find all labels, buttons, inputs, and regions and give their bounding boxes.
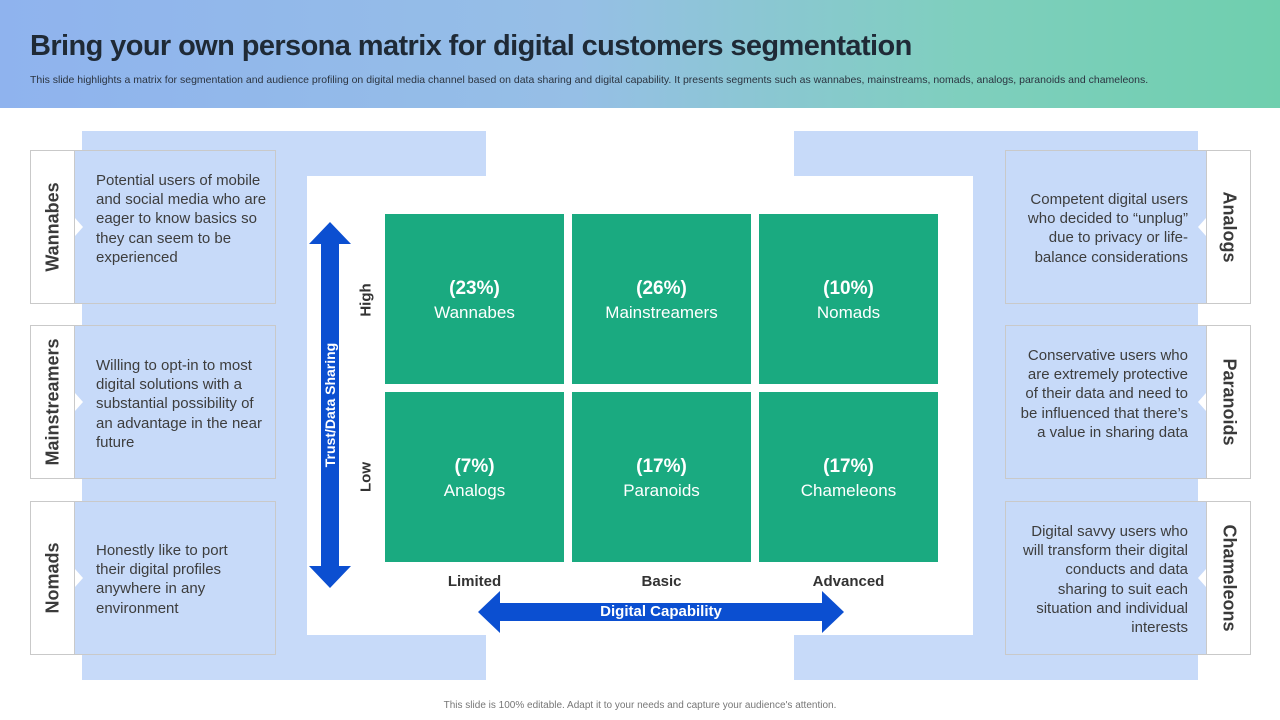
matrix-cell-wannabes: (23%) Wannabes bbox=[385, 214, 564, 384]
card-notch bbox=[75, 393, 83, 411]
cell-percent: (7%) bbox=[454, 456, 495, 477]
card-label: Wannabes bbox=[42, 182, 62, 272]
footer-note: This slide is 100% editable. Adapt it to… bbox=[443, 700, 837, 711]
matrix-cell-nomads: (10%) Nomads bbox=[759, 214, 938, 384]
card-notch bbox=[1198, 569, 1206, 587]
card-notch bbox=[1198, 218, 1206, 236]
trust-data-sharing-arrow bbox=[309, 222, 351, 588]
card-label: Paranoids bbox=[1219, 358, 1239, 446]
card-analogs: Analogs Competent digital users who deci… bbox=[1005, 150, 1251, 304]
cell-name: Chameleons bbox=[800, 481, 897, 500]
card-notch bbox=[75, 218, 83, 236]
cell-percent: (17%) bbox=[823, 456, 874, 477]
y-axis-label: Trust/Data Sharing bbox=[322, 342, 338, 468]
card-label-column: Analogs bbox=[1206, 151, 1250, 303]
matrix-cell-analogs: (7%) Analogs bbox=[385, 392, 564, 562]
header-banner: Bring your own persona matrix for digita… bbox=[0, 0, 1280, 108]
x-axis-label: Digital Capability bbox=[600, 603, 722, 620]
y-level-high: High bbox=[357, 283, 375, 317]
card-description: Potential users of mobile and social med… bbox=[96, 172, 267, 266]
digital-capability-arrow bbox=[478, 591, 844, 633]
card-label-column: Nomads bbox=[31, 502, 75, 654]
card-label: Nomads bbox=[42, 542, 62, 614]
card-description: Willing to opt-in to most digital soluti… bbox=[96, 357, 262, 451]
card-wannabes: Wannabes Potential users of mobile and s… bbox=[30, 150, 276, 304]
page-title: Bring your own persona matrix for digita… bbox=[30, 30, 912, 62]
matrix-cell-mainstreamers: (26%) Mainstreamers bbox=[572, 214, 751, 384]
cell-percent: (26%) bbox=[636, 278, 687, 299]
card-notch bbox=[1198, 393, 1206, 411]
y-level-low: Low bbox=[357, 462, 375, 492]
card-label-column: Mainstreamers bbox=[31, 326, 75, 478]
x-level-basic: Basic bbox=[641, 573, 682, 590]
card-description: Conservative users who are extremely pro… bbox=[1020, 347, 1188, 441]
x-level-limited: Limited bbox=[447, 573, 502, 590]
cell-name: Analogs bbox=[443, 481, 506, 500]
vertical-arrow-shape bbox=[309, 222, 351, 588]
card-paranoids: Paranoids Conservative users who are ext… bbox=[1005, 325, 1251, 479]
card-description: Competent digital users who decided to “… bbox=[1027, 191, 1188, 266]
card-label: Analogs bbox=[1219, 191, 1239, 263]
horizontal-arrow-shape bbox=[478, 591, 844, 633]
card-label-column: Chameleons bbox=[1206, 502, 1250, 654]
card-label: Chameleons bbox=[1219, 524, 1239, 632]
card-label-column: Paranoids bbox=[1206, 326, 1250, 478]
card-mainstreamers: Mainstreamers Willing to opt-in to most … bbox=[30, 325, 276, 479]
matrix-cell-paranoids: (17%) Paranoids bbox=[572, 392, 751, 562]
card-description: Digital savvy users who will transform t… bbox=[1022, 523, 1188, 637]
card-chameleons: Chameleons Digital savvy users who will … bbox=[1005, 501, 1251, 655]
cell-name: Paranoids bbox=[623, 481, 700, 500]
cell-percent: (10%) bbox=[823, 278, 874, 299]
card-description: Honestly like to port their digital prof… bbox=[96, 542, 228, 617]
cell-percent: (23%) bbox=[449, 278, 500, 299]
card-label: Mainstreamers bbox=[42, 338, 62, 466]
cell-name: Mainstreamers bbox=[605, 303, 718, 322]
x-level-advanced: Advanced bbox=[812, 573, 885, 590]
card-label-column: Wannabes bbox=[31, 151, 75, 303]
cell-percent: (17%) bbox=[636, 456, 687, 477]
cell-name: Wannabes bbox=[434, 303, 515, 322]
card-notch bbox=[75, 569, 83, 587]
cell-name: Nomads bbox=[816, 303, 881, 322]
matrix-cell-chameleons: (17%) Chameleons bbox=[759, 392, 938, 562]
page-subtitle: This slide highlights a matrix for segme… bbox=[30, 74, 1149, 86]
card-nomads: Nomads Honestly like to port their digit… bbox=[30, 501, 276, 655]
